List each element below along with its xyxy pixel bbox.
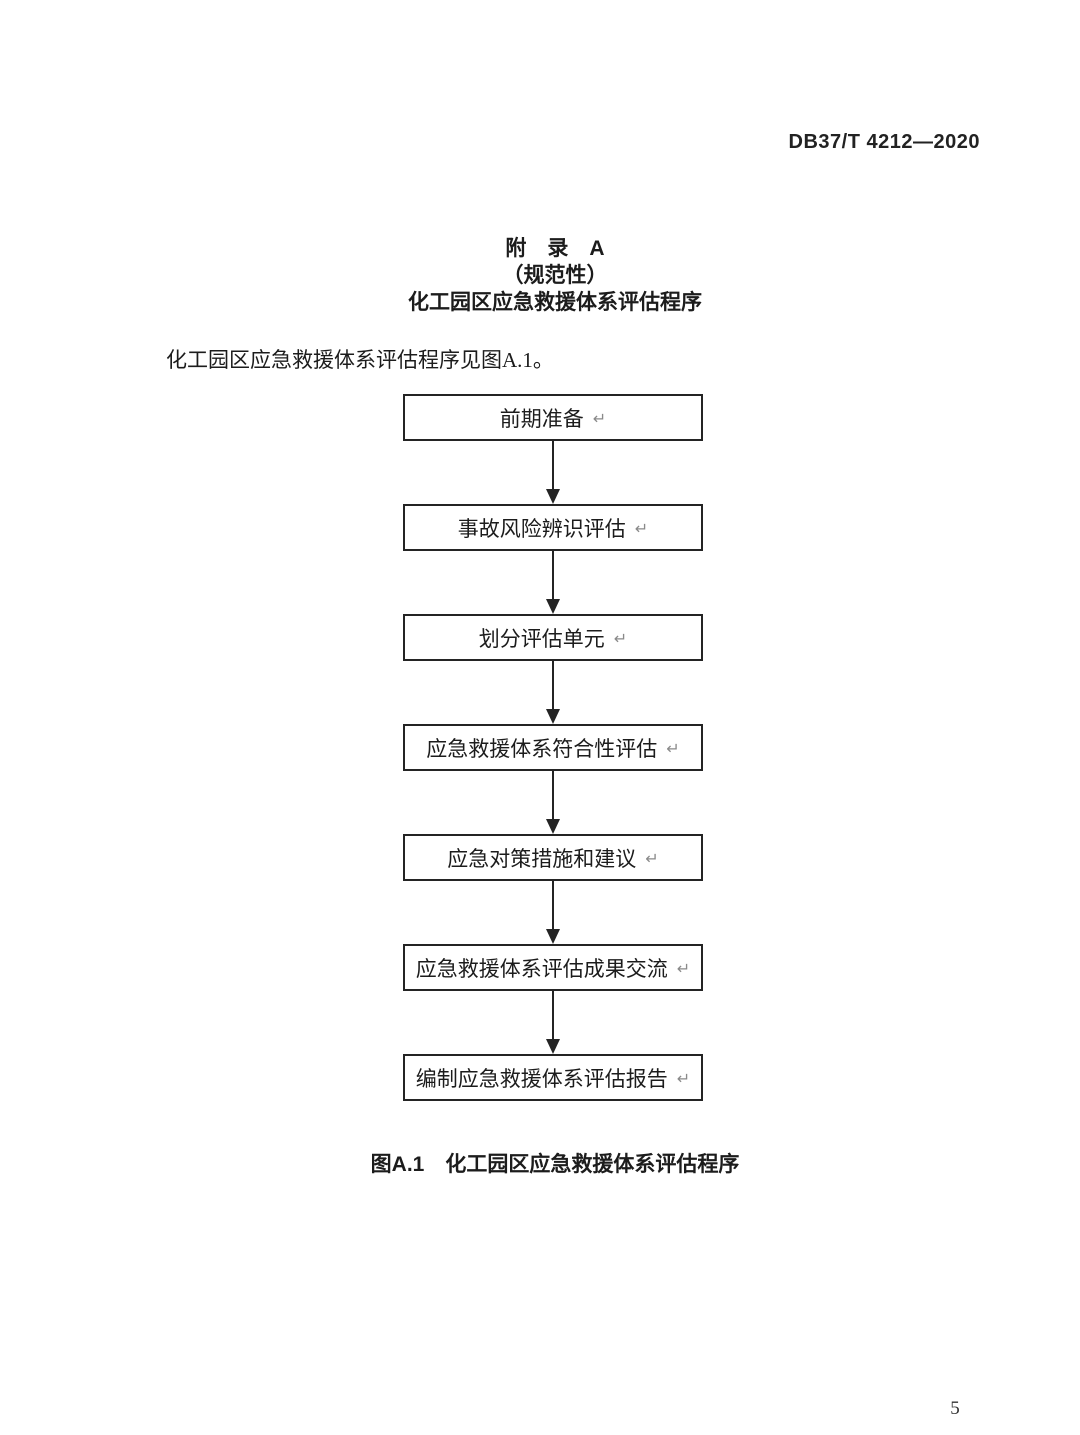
- arrow-head-icon: [546, 929, 560, 944]
- arrow-head-icon: [546, 709, 560, 724]
- flow-arrow-down: [546, 881, 560, 944]
- flow-arrow-down: [546, 441, 560, 504]
- appendix-title: 附 录 A: [505, 237, 605, 260]
- arrow-line: [552, 881, 554, 929]
- arrow-head-icon: [546, 1039, 560, 1054]
- flow-step-box: 前期准备 ↵: [403, 394, 703, 441]
- flow-arrow-down: [546, 551, 560, 614]
- flow-step-box: 应急对策措施和建议 ↵: [403, 834, 703, 881]
- flow-step-label: 事故风险辨识评估: [457, 516, 626, 541]
- paragraph-return-mark-icon: ↵: [613, 629, 628, 648]
- flow-step-label: 编制应急救援体系评估报告: [415, 1066, 668, 1091]
- arrow-line: [552, 661, 554, 709]
- figure-caption: 图A.1 化工园区应急救援体系评估程序: [370, 1153, 740, 1176]
- arrow-head-icon: [546, 599, 560, 614]
- paragraph-return-mark-icon: ↵: [676, 959, 691, 978]
- flow-step-label: 应急对策措施和建议: [447, 846, 637, 871]
- flow-step-label: 应急救援体系评估成果交流: [415, 956, 668, 981]
- paragraph-return-mark-icon: ↵: [645, 849, 659, 868]
- paragraph-return-mark-icon: ↵: [592, 409, 607, 428]
- flow-step-box: 应急救援体系符合性评估 ↵: [403, 724, 703, 771]
- flow-arrow-down: [546, 661, 560, 724]
- flow-step-box: 划分评估单元 ↵: [403, 614, 703, 661]
- intro-paragraph: 化工园区应急救援体系评估程序见图A.1。: [166, 348, 554, 372]
- arrow-head-icon: [546, 489, 560, 504]
- arrow-line: [552, 771, 554, 819]
- flow-step-box: 事故风险辨识评估 ↵: [403, 504, 703, 551]
- paragraph-return-mark-icon: ↵: [666, 739, 680, 758]
- arrow-line: [552, 441, 554, 489]
- paragraph-return-mark-icon: ↵: [676, 1069, 691, 1088]
- flow-step-label: 前期准备: [499, 406, 584, 431]
- arrow-line: [552, 991, 554, 1039]
- flow-step-label: 划分评估单元: [478, 626, 605, 651]
- flow-step-label: 应急救援体系符合性评估: [426, 736, 658, 761]
- arrow-head-icon: [546, 819, 560, 834]
- flow-step-box: 编制应急救援体系评估报告 ↵: [403, 1054, 703, 1101]
- flowchart: 前期准备↵事故风险辨识评估↵划分评估单元↵应急救援体系符合性评估↵应急对策措施和…: [403, 394, 703, 1101]
- appendix-title-block: 附 录 A （规范性） 化工园区应急救援体系评估程序: [15, 235, 1080, 316]
- flow-arrow-down: [546, 991, 560, 1054]
- page-number: 5: [950, 1398, 960, 1419]
- appendix-heading: 化工园区应急救援体系评估程序: [408, 291, 702, 314]
- appendix-normative-label: （规范性）: [502, 264, 608, 287]
- flow-arrow-down: [546, 771, 560, 834]
- paragraph-return-mark-icon: ↵: [634, 519, 649, 538]
- flow-step-box: 应急救援体系评估成果交流 ↵: [403, 944, 703, 991]
- standard-number-header: DB37/T 4212—2020: [788, 131, 980, 153]
- arrow-line: [552, 551, 554, 599]
